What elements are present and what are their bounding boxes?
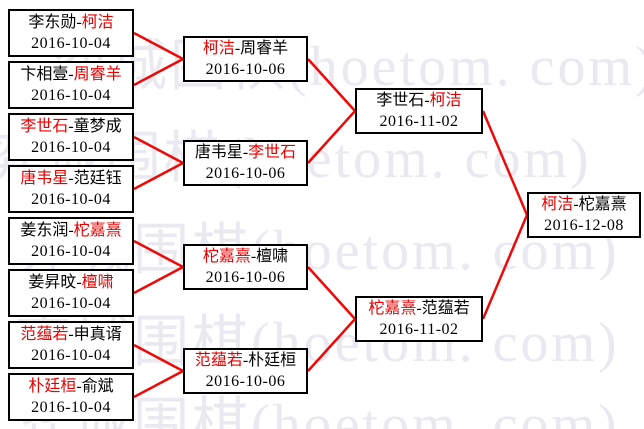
name-separator: - (416, 300, 422, 317)
match-box-r16-3: 李世石-童梦成 2016-10-04 (8, 113, 134, 161)
match-box-final: 柯洁-柁嘉熹 2016-12-08 (527, 192, 641, 238)
match-players: 李世石-童梦成 (20, 116, 121, 137)
player-name: 柁嘉熹 (368, 300, 417, 317)
match-players: 姜昇旼-檀啸 (28, 272, 113, 293)
match-players: 李世石-柯洁 (376, 90, 461, 111)
match-players: 柯洁-柁嘉熹 (541, 194, 626, 215)
name-separator: - (76, 14, 82, 31)
match-players: 李东勋-柯洁 (28, 12, 113, 33)
name-separator: - (76, 378, 82, 395)
match-players: 姜东润-柁嘉熹 (20, 220, 121, 241)
name-separator: - (76, 274, 82, 291)
match-date: 2016-10-06 (205, 61, 286, 78)
player-name: 范蕴若 (194, 352, 243, 369)
match-date: 2016-11-02 (379, 321, 459, 338)
player-name: 李世石 (248, 144, 297, 161)
player-name: 范蕴若 (20, 326, 69, 343)
match-players: 范蕴若-朴廷桓 (195, 350, 296, 371)
match-box-sf-1: 李世石-柯洁 2016-11-02 (355, 88, 483, 134)
player-name: 朴廷桓 (248, 352, 297, 369)
player-name: 柁嘉熹 (73, 222, 122, 239)
name-separator: - (68, 170, 74, 187)
match-box-r16-2: 卞相壹-周睿羊 2016-10-04 (8, 61, 134, 109)
player-name: 柯洁 (541, 196, 574, 213)
match-date: 2016-10-04 (31, 35, 111, 52)
player-name: 姜昇旼 (28, 274, 77, 291)
player-name: 柯洁 (81, 14, 114, 31)
match-box-r16-5: 姜东润-柁嘉熹 2016-10-04 (8, 217, 134, 265)
name-separator: - (242, 144, 249, 161)
player-name: 李世石 (376, 92, 425, 109)
player-name: 唐韦星 (20, 170, 69, 187)
match-players: 朴廷桓-俞斌 (28, 376, 113, 397)
player-name: 周睿羊 (240, 40, 289, 57)
match-date: 2016-10-04 (31, 191, 111, 208)
match-players: 唐韦星-李世石 (195, 142, 296, 163)
player-name: 周睿羊 (73, 66, 122, 83)
match-box-r16-8: 朴廷桓-俞斌 2016-10-04 (8, 373, 134, 421)
name-separator: - (68, 222, 74, 239)
match-players: 卞相壹-周睿羊 (20, 64, 121, 85)
match-box-r16-1: 李东勋-柯洁 2016-10-04 (8, 9, 134, 57)
match-box-r16-6: 姜昇旼-檀啸 2016-10-04 (8, 269, 134, 317)
player-name: 范蕴若 (421, 300, 470, 317)
player-name: 姜东润 (20, 222, 69, 239)
match-date: 2016-10-04 (31, 87, 111, 104)
match-date: 2016-10-06 (205, 373, 286, 390)
match-box-r16-4: 唐韦星-范廷钰 2016-10-04 (8, 165, 134, 213)
match-date: 2016-10-04 (31, 139, 111, 156)
match-box-r16-7: 范蕴若-申真谞 2016-10-04 (8, 321, 134, 369)
player-name: 檀啸 (81, 274, 114, 291)
match-date: 2016-10-04 (31, 243, 111, 260)
match-players: 柁嘉熹-范蕴若 (368, 298, 469, 319)
match-date: 2016-10-04 (31, 347, 111, 364)
name-separator: - (242, 352, 249, 369)
match-box-qf-3: 柁嘉熹-檀啸 2016-10-06 (183, 244, 308, 290)
player-name: 唐韦星 (194, 144, 243, 161)
name-separator: - (68, 118, 74, 135)
name-separator: - (250, 248, 257, 265)
player-name: 童梦成 (73, 118, 122, 135)
match-box-qf-2: 唐韦星-李世石 2016-10-06 (183, 140, 308, 186)
player-name: 申真谞 (73, 326, 122, 343)
player-name: 柁嘉熹 (578, 196, 627, 213)
name-separator: - (68, 66, 74, 83)
player-name: 卞相壹 (20, 66, 69, 83)
match-date: 2016-11-02 (379, 113, 459, 130)
player-name: 柁嘉熹 (202, 248, 251, 265)
player-name: 俞斌 (81, 378, 114, 395)
player-name: 檀啸 (256, 248, 289, 265)
match-date: 2016-10-06 (205, 165, 286, 182)
match-box-qf-4: 范蕴若-朴廷桓 2016-10-06 (183, 348, 308, 394)
match-players: 唐韦星-范廷钰 (20, 168, 121, 189)
site-watermark: 弈城围棋(hoetom. com) (52, 36, 644, 98)
name-separator: - (68, 326, 74, 343)
player-name: 李世石 (20, 118, 69, 135)
name-separator: - (573, 196, 579, 213)
match-date: 2016-10-06 (205, 269, 286, 286)
player-name: 范廷钰 (73, 170, 122, 187)
match-date: 2016-10-04 (31, 295, 111, 312)
name-separator: - (234, 40, 241, 57)
match-date: 2016-10-04 (31, 399, 111, 416)
player-name: 李东勋 (28, 14, 77, 31)
match-date: 2016-12-08 (544, 217, 624, 234)
match-players: 柁嘉熹-檀啸 (203, 246, 288, 267)
match-players: 柯洁-周睿羊 (203, 38, 288, 59)
match-players: 范蕴若-申真谞 (20, 324, 121, 345)
player-name: 朴廷桓 (28, 378, 77, 395)
match-box-qf-1: 柯洁-周睿羊 2016-10-06 (183, 36, 308, 82)
player-name: 柯洁 (429, 92, 462, 109)
match-box-sf-2: 柁嘉熹-范蕴若 2016-11-02 (355, 296, 483, 342)
player-name: 柯洁 (202, 40, 235, 57)
name-separator: - (424, 92, 430, 109)
